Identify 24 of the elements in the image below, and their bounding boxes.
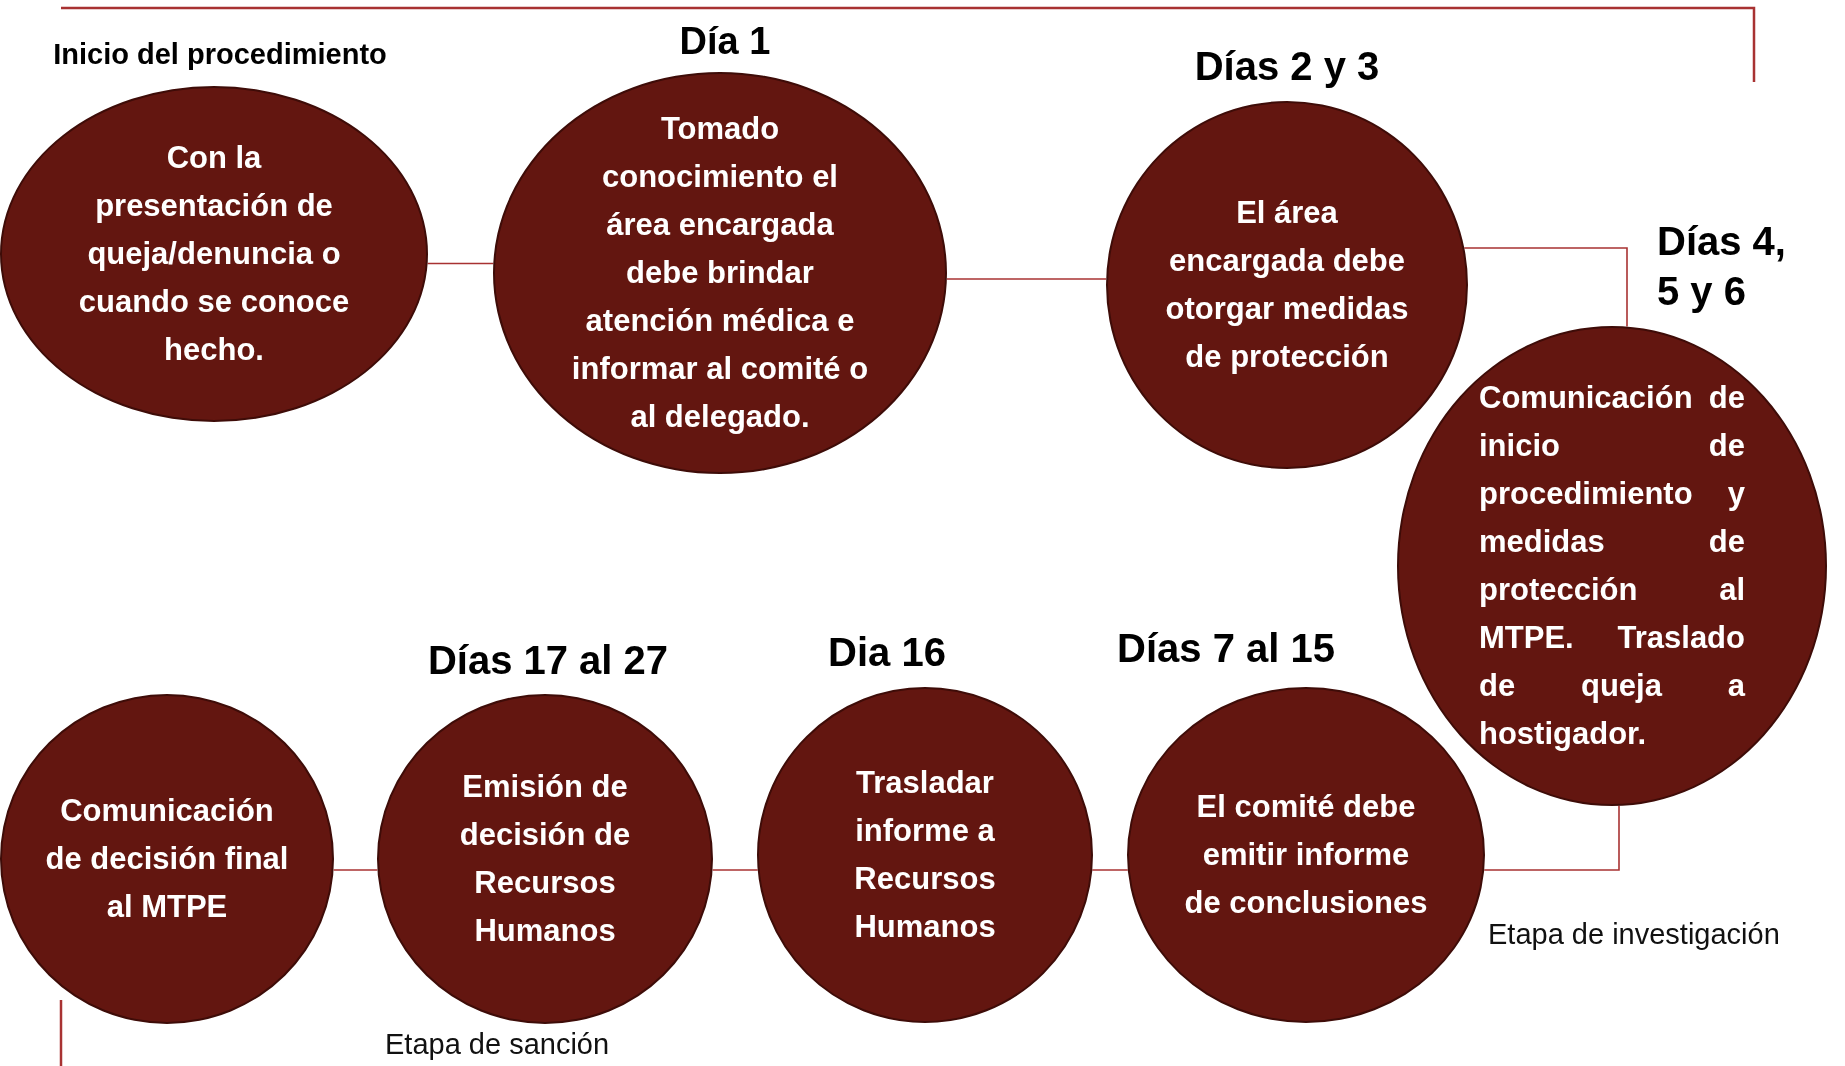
time-heading: Día 1 [679,20,771,63]
step-text: El comité debe emitir informe de conclusiones [1183,788,1429,922]
step-text: Comunicación de inicio de procedimiento y medidas de protección al MTPE. Traslado de queja a hostigador. [1479,379,1745,753]
time-heading: Días 2 y 3 [1194,44,1380,89]
connector-line [426,262,495,265]
time-heading: Dia 16 [828,630,946,675]
connector-line [332,869,379,871]
step-text: Comunicación de decisión final al MTPE [44,792,290,926]
step-text: Emisión de decisión de Recursos Humanos [458,768,632,950]
connector-line [946,278,1107,280]
step-text: Con la presentación de queja/denuncia o cuando se conoce hecho. [77,139,351,369]
step-text: Tomado conocimiento el área encargada debe brindar atención médica e informar al comité o al delegado. [570,110,870,436]
step-text: El área encargada debe otorgar medidas de protección [1164,194,1410,376]
connector-line [1483,805,1620,871]
step-text: Trasladar informe a Recursos Humanos [853,764,997,946]
time-heading: Inicio del procedimiento [53,38,387,71]
connector-line [711,869,759,871]
connector-line [1463,247,1628,328]
stage-label: Etapa de sanción [385,1028,610,1061]
time-heading: Días 4, 5 y 6 [1657,218,1787,315]
stage-label: Etapa de investigación [1488,918,1780,951]
time-heading: Días 7 al 15 [1117,626,1335,671]
connector-line [1091,869,1129,871]
time-heading: Días 17 al 27 [427,638,669,683]
